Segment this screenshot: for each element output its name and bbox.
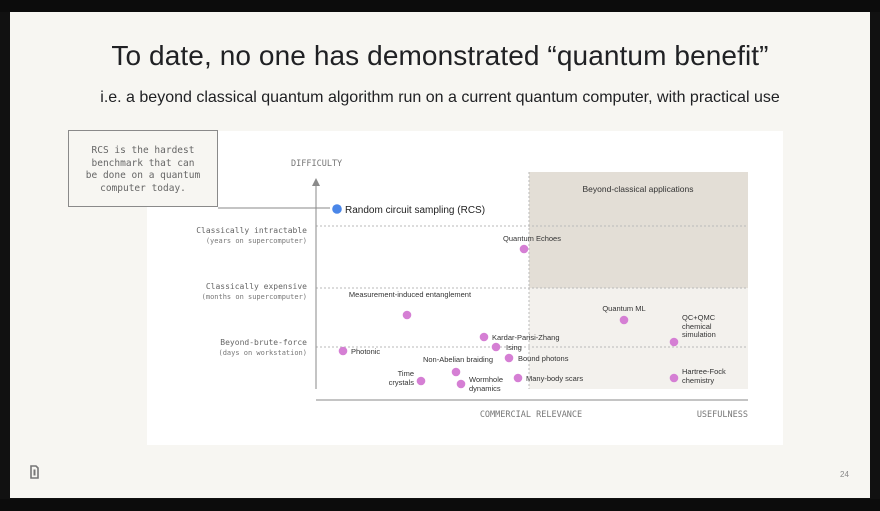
difficulty-chart: DIFFICULTY COMMERCIAL RELEVANCE USEFULNE… [196,159,748,420]
callout-line: RCS is the hardest [91,145,195,156]
rcs-callout-box: RCS is the hardest benchmark that can be… [68,130,218,207]
point-label: QC+QMC chemical simulation [682,314,716,339]
point-measurement-induced [402,310,412,320]
point-quantum-ml [619,315,629,325]
commercial-region [529,288,748,389]
page-number: 24 [840,470,849,479]
presentation-logo-icon [30,465,39,479]
point-label: Random circuit sampling (RCS) [345,205,485,216]
point-label: Quantum ML [602,304,645,313]
point-label: Non-Abelian braiding [423,355,493,364]
point-label-box: QC+QMC chemical simulation [682,314,716,339]
point-label: Kardar-Parisi-Zhang [492,333,560,342]
point-label: Time crystals [388,370,414,387]
x-axis-label: COMMERCIAL RELEVANCE [480,410,582,420]
y-level-sub: (years on supercomputer) [206,237,307,245]
slide-title: To date, no one has demonstrated “quantu… [111,40,769,71]
point-label-box: Hartree-Fock chemistry [682,368,726,385]
point-label: Many-body scars [526,374,583,383]
x-axis-end-label: USEFULNESS [697,410,748,420]
point-kpz [479,332,489,342]
point-label-box: Time crystals [388,370,414,387]
callout-line: be done on a quantum [85,170,201,181]
y-level-label: Beyond-brute-force [220,338,307,347]
point-label: Quantum Echoes [503,234,561,243]
top-letterbox [0,0,880,12]
point-qc-qmc [669,337,679,347]
callout-line: benchmark that can [91,157,195,169]
point-ising [491,342,501,352]
point-time-crystals [416,376,426,386]
slide: To date, no one has demonstrated “quantu… [10,12,870,498]
point-label: Photonic [351,347,380,356]
point-wormhole [456,379,466,389]
point-label: Measurement-induced entanglement [349,290,472,299]
y-level-label: Classically expensive [206,282,307,291]
y-level-sub: (days on workstation) [218,349,307,357]
point-label: Wormhole dynamics [469,376,504,393]
y-axis-arrow [312,178,320,186]
point-rcs [332,204,342,214]
point-photonic [338,346,348,356]
beyond-classical-region [529,172,748,288]
region-label: Beyond-classical applications [582,184,693,194]
point-bound-photons [504,353,514,363]
point-label: Ising [506,343,522,352]
point-quantum-echoes [519,244,529,254]
point-label-box: Wormhole dynamics [469,376,504,393]
point-hartree-fock [669,373,679,383]
point-label: Hartree-Fock chemistry [682,368,726,385]
y-axis-label: DIFFICULTY [291,159,342,169]
point-many-body-scars [513,373,523,383]
y-level-label: Classically intractable [196,226,307,235]
y-level-sub: (months on supercomputer) [202,293,307,301]
point-non-abelian [451,367,461,377]
point-label: Bound photons [518,354,569,363]
bottom-letterbox [0,499,880,511]
callout-line: computer today. [100,182,186,194]
slide-subtitle: i.e. a beyond classical quantum algorith… [100,89,780,106]
